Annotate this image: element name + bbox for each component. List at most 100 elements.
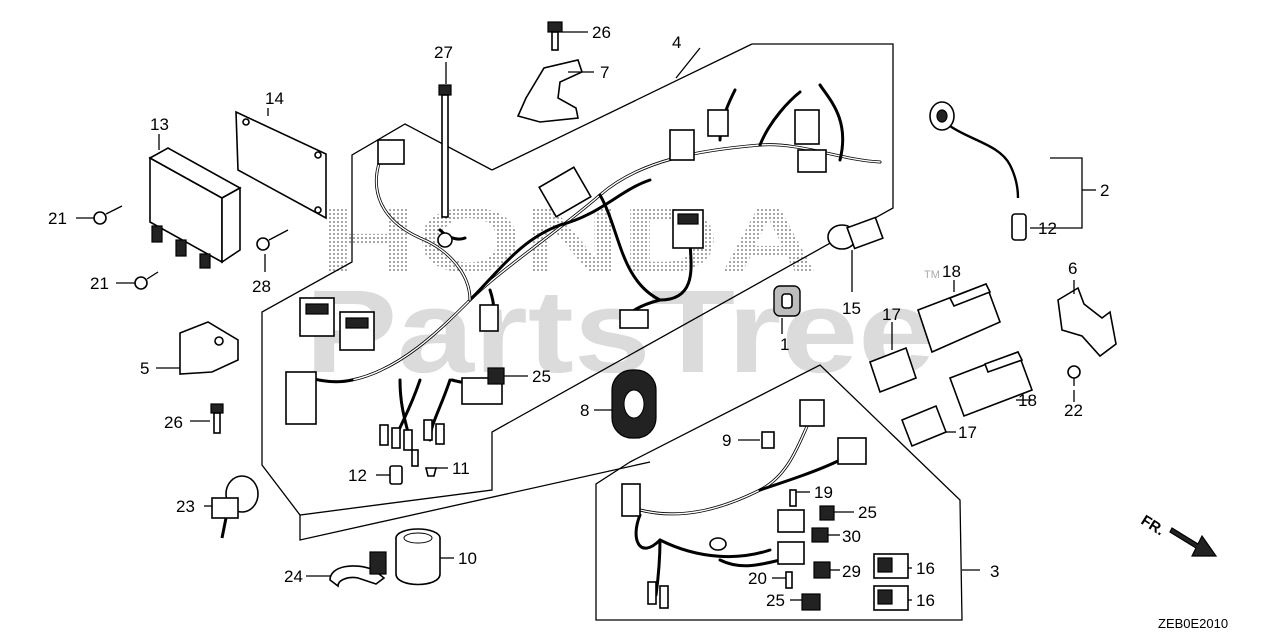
callout-28: 28: [252, 277, 271, 296]
callout-12-left: 12: [348, 466, 367, 485]
screw-28: [256, 229, 289, 251]
watermark: HONDA PartsTree TM: [305, 190, 940, 398]
callouts: 1 2 3 4 5 6 7 8 9 10 11 12 12 13 14 15 1…: [48, 23, 1109, 610]
callout-13: 13: [150, 115, 169, 134]
group-frames: [261, 43, 963, 621]
main-harness: [285, 83, 882, 467]
connector-h: [669, 129, 695, 161]
sub-harness: [621, 399, 867, 609]
callout-1: 1: [780, 335, 789, 354]
screw-21-bottom: [134, 271, 159, 290]
callout-8: 8: [580, 401, 589, 420]
callout-9: 9: [722, 431, 731, 450]
callout-24: 24: [284, 567, 303, 586]
frame-link: [299, 461, 651, 541]
callout-27: 27: [434, 43, 453, 62]
connector-m: [479, 304, 499, 332]
sub-connector-b: [799, 399, 825, 427]
ground-terminal: [437, 232, 453, 248]
callout-25-sub-bottom: 25: [766, 591, 785, 610]
connector-l: [377, 139, 405, 165]
frame-main-harness: [261, 43, 894, 516]
callout-4: 4: [672, 33, 681, 52]
sub-terminal-b: [659, 585, 669, 609]
connector-j: [797, 149, 827, 173]
part-16-connector-top: [873, 553, 909, 579]
callout-19: 19: [814, 483, 833, 502]
part-11-clip: [424, 467, 438, 477]
part-19-tube: [789, 489, 797, 507]
part-10-sleeve: [395, 528, 441, 586]
sub-ground: [709, 537, 727, 551]
bolt-27: [438, 84, 452, 218]
callout-26-top: 26: [592, 23, 611, 42]
sub-terminal-a: [647, 581, 657, 605]
part-13-control-unit: [148, 147, 242, 269]
callout-10: 10: [458, 549, 477, 568]
callout-16-bottom: 16: [916, 591, 935, 610]
connector-k: [707, 109, 729, 137]
clip-29: [813, 561, 831, 579]
sub-connector-a: [621, 483, 641, 517]
part-8-cover: [611, 369, 657, 439]
connector-g: [538, 166, 592, 218]
callout-3: 3: [990, 562, 999, 581]
callout-23: 23: [176, 497, 195, 516]
clip-30: [811, 527, 829, 543]
part-12-tube-right: [1011, 213, 1027, 241]
frame-main-harness-top: [491, 43, 753, 171]
screw-22: [1067, 365, 1081, 386]
front-label: FR.: [1138, 512, 1168, 539]
callout-18-bottom: 18: [1018, 391, 1037, 410]
clip-25-sub-bottom: [801, 593, 821, 611]
part-6-bracket: [1057, 286, 1117, 358]
callout-6: 6: [1068, 259, 1077, 278]
part-20-tube: [785, 571, 793, 589]
callout-17-top: 17: [882, 305, 901, 324]
terminal-ends: [379, 419, 445, 467]
callout-17-bottom: 17: [958, 423, 977, 442]
callout-2: 2: [1100, 181, 1109, 200]
callout-22: 22: [1064, 401, 1083, 420]
clip-25-main: [487, 367, 505, 385]
callout-12-right: 12: [1038, 219, 1057, 238]
front-arrow-icon: [1169, 527, 1218, 557]
callout-21-top: 21: [48, 209, 67, 228]
part-24-clamp: [329, 551, 387, 588]
connector-c: [285, 371, 317, 425]
part-18-relay-bottom: [948, 350, 1034, 418]
callout-30: 30: [842, 527, 861, 546]
connector-i: [794, 109, 820, 145]
sub-connector-d: [777, 509, 805, 533]
part-23-tie: [211, 475, 259, 539]
callout-25-sub-top: 25: [858, 503, 877, 522]
callout-26-left: 26: [164, 413, 183, 432]
part-18-relay-top: [916, 282, 1002, 354]
connector-f: [619, 309, 649, 329]
sub-connector-e: [777, 541, 805, 565]
part-15-sensor: [827, 216, 884, 250]
callout-15: 15: [842, 299, 861, 318]
clip-25-sub-top: [819, 505, 835, 521]
part-12-tube-left: [389, 465, 403, 485]
sub-connector-c: [837, 437, 867, 465]
part-5-bracket: [179, 321, 239, 375]
part-14-plate: [235, 110, 327, 220]
part-17-relay-bottom: [900, 404, 948, 448]
callout-7: 7: [600, 63, 609, 82]
part-1-grommet: [773, 285, 801, 317]
screw-21-top: [93, 205, 123, 225]
part-7-bracket: [516, 59, 583, 123]
callout-21-bottom: 21: [90, 274, 109, 293]
part-2-cap-wire: [929, 101, 1020, 199]
diagram-code: ZEB0E2010: [1158, 616, 1228, 631]
callout-25-main: 25: [532, 367, 551, 386]
callout-20: 20: [748, 569, 767, 588]
bolt-26-left: [210, 403, 224, 434]
callout-14: 14: [265, 89, 284, 108]
callout-11: 11: [452, 459, 470, 478]
callout-5: 5: [140, 359, 149, 378]
watermark-tm: TM: [924, 269, 940, 281]
leader-lines: [76, 31, 1096, 601]
